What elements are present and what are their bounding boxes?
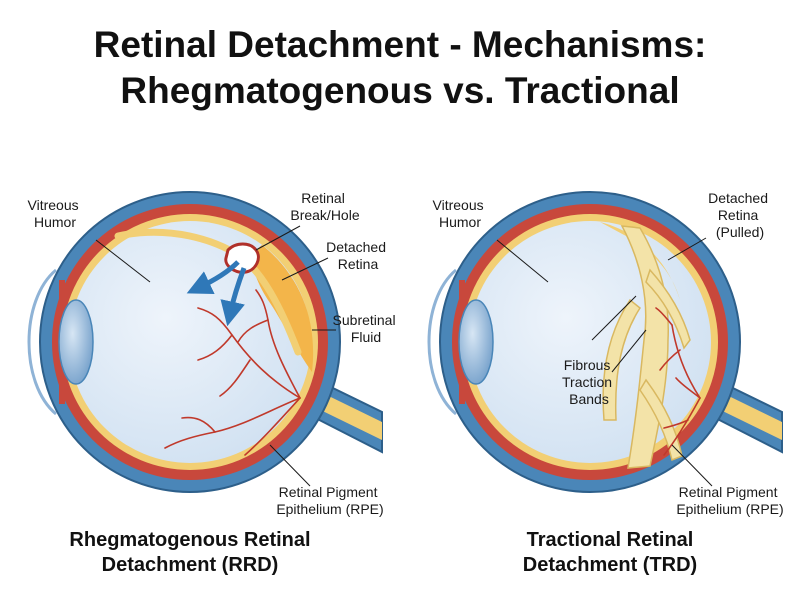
label-retinal-break: Retinal Break/Hole <box>290 190 359 223</box>
cornea-left <box>27 268 57 416</box>
caption-trd: Tractional Retinal Detachment (TRD) <box>460 528 760 578</box>
caption-rrd: Rhegmatogenous Retinal Detachment (RRD) <box>40 528 340 578</box>
label-vitreous-humor-left: Vitreous Humor <box>28 197 83 230</box>
fluid-arrow-1 <box>186 260 240 294</box>
label-subretinal-fluid: Subretinal Fluid <box>333 312 400 345</box>
fibrous-traction-bands <box>602 225 691 469</box>
lens-right <box>458 299 494 385</box>
caption-rrd-line-1: Rhegmatogenous Retinal <box>69 529 311 551</box>
blood-vessels-right <box>655 307 701 456</box>
label-rpe-left: Retinal Pigment Epithelium (RPE) <box>276 484 383 517</box>
vitreous-left <box>69 221 311 463</box>
label-detached-retina-left: Detached Retina <box>326 239 390 272</box>
label-vitreous-humor-right: Vitreous Humor <box>433 197 488 230</box>
left-eye: Vitreous Humor Retinal Break/Hole Detach… <box>27 190 400 517</box>
title-line-2: Rhegmatogenous vs. Tractional <box>120 70 680 111</box>
title-line-1: Retinal Detachment - Mechanisms: <box>93 24 707 65</box>
cornea-right <box>427 268 457 416</box>
label-rpe-right: Retinal Pigment Epithelium (RPE) <box>676 484 783 517</box>
blood-vessels-left <box>164 289 301 456</box>
label-fibrous-traction-bands: Fibrous Traction Bands <box>562 357 616 407</box>
caption-rrd-line-2: Detachment (RRD) <box>101 554 279 576</box>
caption-trd-line-2: Detachment (TRD) <box>522 554 698 576</box>
lens-left <box>58 299 94 385</box>
leader-lines-right <box>496 237 713 487</box>
page-title: Retinal Detachment - Mechanisms: Rhegmat… <box>0 22 800 114</box>
leader-lines-left <box>95 225 336 487</box>
right-eye: Vitreous Humor Detached Retina (Pulled) … <box>427 190 784 517</box>
caption-trd-line-1: Tractional Retinal <box>526 529 694 551</box>
label-detached-retina-pulled: Detached Retina (Pulled) <box>708 190 772 240</box>
fluid-arrow-2 <box>220 267 247 327</box>
